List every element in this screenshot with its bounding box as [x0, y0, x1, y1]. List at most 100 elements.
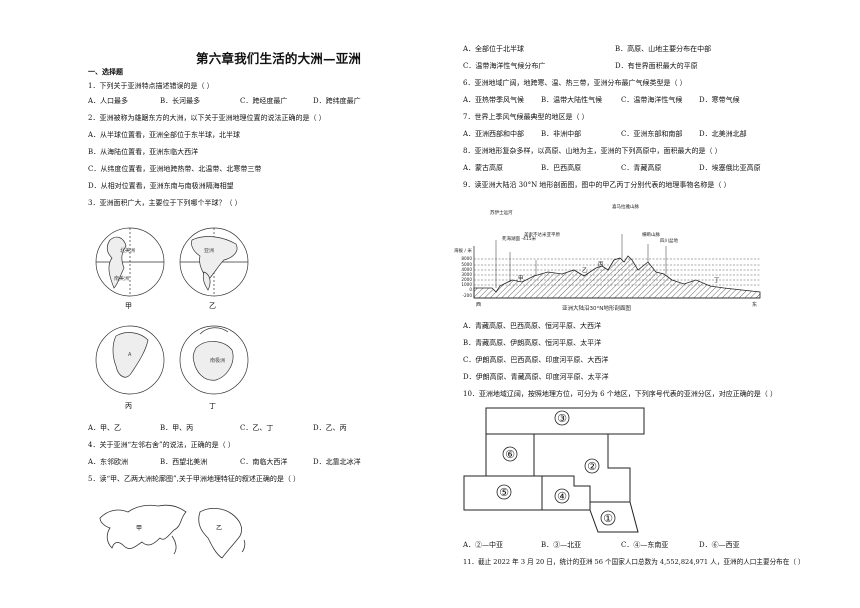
q7-option-c[interactable]: C．亚洲东部和南部	[621, 130, 683, 138]
mark-bing: 丙	[598, 261, 604, 268]
q7-option-d[interactable]: D．北美洲北部	[699, 130, 747, 138]
q3-option-b[interactable]: B．甲、丙	[160, 424, 194, 432]
region-2-label: ②	[587, 460, 597, 473]
page-title: 第六章我们生活的大洲—亚洲	[196, 51, 362, 66]
region-1-label: ①	[603, 512, 613, 525]
q8-stem: 8．亚洲地形复杂多样，以高原、山地为主，亚洲的下列高原中，面积最大的是（ ）	[463, 147, 722, 155]
region-5-label: ⑤	[499, 486, 509, 499]
tick-0: 0	[469, 287, 472, 292]
label-mesopotamia: 美索不达米亚平原	[524, 231, 560, 238]
label-sichuan: 四川盆地	[660, 237, 678, 244]
q10-option-b[interactable]: B．③—北亚	[541, 541, 582, 549]
q5-option-a[interactable]: A．全部位于北半球	[463, 45, 525, 53]
region-6-label: ⑥	[505, 448, 515, 461]
profile-figure: 海拔 / 米 8000 5000 4000 3000 2000 1000 0 -…	[454, 203, 761, 312]
section-heading: 一、选择题	[88, 67, 123, 76]
q2-option-c[interactable]: C．从纬度位置看，亚洲地跨热带、北温带、北寒带三带	[88, 165, 262, 173]
q8-option-d[interactable]: D．埃塞俄比亚高原	[699, 164, 761, 172]
q6-stem: 6．亚洲地域广阔，地跨寒、温、热三带，亚洲分布最广气候类型是（ ）	[463, 79, 687, 87]
q3-option-a[interactable]: A．甲、乙	[88, 424, 122, 432]
svg-text:亚洲: 亚洲	[204, 248, 214, 254]
q5-stem: 5．读“甲、乙两大洲轮廓图”,关于甲洲地理特征的叙述正确的是（ ）	[88, 475, 301, 483]
q1-option-d[interactable]: D．跨纬度最广	[313, 97, 361, 105]
tick-neg200: -200	[462, 293, 472, 298]
continent-label-jia: 甲	[136, 525, 142, 532]
q6-option-d[interactable]: D．寒带气候	[699, 96, 740, 104]
label-himalaya: 喜马拉雅山脉	[612, 203, 639, 210]
region-3-box	[485, 407, 645, 435]
mark-yi: 乙	[582, 267, 588, 274]
q10-stem: 10．亚洲地域辽阔，按照地理方位，可分为 6 个地区，下列序号代表的亚洲分区，对…	[463, 390, 778, 398]
q1-option-a[interactable]: A．人口最多	[88, 97, 129, 105]
q3-option-d[interactable]: D．乙、丙	[313, 424, 347, 432]
q4-option-c[interactable]: C．南临大西洋	[240, 458, 288, 466]
tick-2000: 2000	[461, 277, 472, 282]
q2-stem: 2．亚洲被称为雄踞东方的大洲，以下关于亚洲地理位置的说法正确的是（ ）	[88, 114, 326, 122]
q4-option-b[interactable]: B．西望北美洲	[160, 458, 208, 466]
q6-option-b[interactable]: B．温带大陆性气候	[541, 96, 603, 104]
hemisphere-label-bing: 丙	[125, 402, 132, 410]
q8-option-a[interactable]: A．蒙古高原	[463, 164, 504, 172]
q4-option-d[interactable]: D．北靠北冰洋	[313, 458, 361, 466]
profile-axis-label: 海拔 / 米	[454, 247, 472, 254]
q9-option-d[interactable]: D．伊朗高原、青藏高原、印度河平原、太平洋	[463, 373, 609, 381]
mark-jia: 甲	[518, 275, 524, 282]
q4-option-a[interactable]: A．东邻欧洲	[88, 458, 129, 466]
q11-stem: 11．截止 2022 年 3 月 20 日，统计的亚洲 56 个国家人口总数为 …	[463, 558, 805, 566]
q2-option-a[interactable]: A．从半球位置看，亚洲全部位于东半球，北半球	[88, 131, 241, 139]
q5-option-c[interactable]: C．温带海洋性气候分布广	[463, 62, 546, 70]
q9-stem: 9．读亚洲大陆沿 30°N 地形剖面图，图中的甲乙丙丁分别代表的地理事物名称是（…	[463, 181, 731, 189]
q5-option-d[interactable]: D．有世界面积最大的平原	[615, 62, 698, 70]
svg-text:A: A	[128, 352, 132, 358]
continents-figure: 甲 乙	[99, 504, 246, 559]
svg-text:北美洲: 北美洲	[120, 247, 135, 254]
q8-option-b[interactable]: B．巴西高原	[541, 164, 582, 172]
q9-option-a[interactable]: A．青藏高原、巴西高原、恒河平原、大西洋	[463, 322, 602, 330]
q7-option-b[interactable]: B．非洲中部	[541, 130, 582, 138]
tick-8000: 8000	[461, 256, 472, 261]
region-3-label: ③	[557, 412, 567, 425]
q10-option-d[interactable]: D．⑥—西亚	[699, 541, 740, 549]
q8-option-c[interactable]: C．青藏高原	[621, 164, 662, 172]
region-4-box	[541, 475, 591, 511]
q9-option-b[interactable]: B．青藏高原、伊朗高原、恒河平原、太平洋	[463, 339, 602, 347]
q2-option-b[interactable]: B．从海陆位置看，亚洲东临大西洋	[88, 148, 199, 156]
q4-stem: 4．关于亚洲“左邻右舍”的说法，正确的是（ ）	[88, 441, 235, 449]
q5-option-b[interactable]: B．高原、山地主要分布在中部	[615, 45, 712, 53]
q9-option-c[interactable]: C．伊朗高原、巴西高原、印度河平原、大西洋	[463, 356, 609, 364]
label-east: 东	[752, 301, 757, 308]
q2-option-d[interactable]: D．从相对位置看，亚洲东南与南极洲隔海相望	[88, 182, 234, 190]
continent-yi-outline	[198, 508, 242, 559]
label-dead-sea: 死海湖面 -415米	[502, 235, 537, 242]
tick-4000: 4000	[461, 267, 472, 272]
q3-stem: 3．亚洲面积广大，主要位于下列哪个半球？（ ）	[88, 199, 242, 207]
label-hengduan: 横断山脉	[642, 231, 660, 238]
region-4-label: ④	[557, 490, 567, 503]
q1-option-b[interactable]: B．长河最多	[160, 97, 201, 105]
profile-caption: 亚洲大陆沿30°N地形剖面图	[562, 304, 631, 312]
q10-option-c[interactable]: C．④—东南亚	[621, 541, 669, 549]
q6-option-a[interactable]: A．亚热带季风气候	[463, 96, 525, 104]
terrain-profile	[473, 255, 761, 299]
hemispheres-figure: 北美洲 南美洲 亚洲 A 南极洲 甲 乙 丙 丁	[95, 227, 249, 410]
hemisphere-ding	[179, 325, 249, 395]
continent-label-yi: 乙	[216, 525, 222, 532]
label-west: 西	[476, 302, 481, 308]
q7-stem: 7．世界上季风气候最典型的地区是（ ）	[463, 113, 589, 121]
q6-option-c[interactable]: C．温带海洋性气候	[621, 96, 683, 104]
svg-text:南美洲: 南美洲	[114, 275, 129, 282]
q3-option-c[interactable]: C．乙、丁	[240, 424, 274, 432]
q1-stem: 1．下列关于亚洲特点描述错误的是（ ）	[88, 82, 214, 90]
asia-regions-diagram: ③ ⑥ ② ⑤ ④ ①	[463, 407, 645, 533]
hemisphere-bing	[95, 325, 165, 395]
label-suez: 苏伊士运河	[490, 209, 513, 216]
region-1-box	[589, 501, 639, 533]
q1-option-c[interactable]: C．跨经度最广	[240, 97, 288, 105]
continent-jia-outline	[99, 504, 187, 549]
hemisphere-label-yi: 乙	[209, 302, 216, 310]
tick-5000: 5000	[461, 262, 472, 267]
q7-option-a[interactable]: A．亚洲西部和中部	[463, 130, 525, 138]
q10-option-a[interactable]: A．②—中亚	[463, 541, 504, 549]
hemisphere-label-jia: 甲	[125, 302, 132, 310]
